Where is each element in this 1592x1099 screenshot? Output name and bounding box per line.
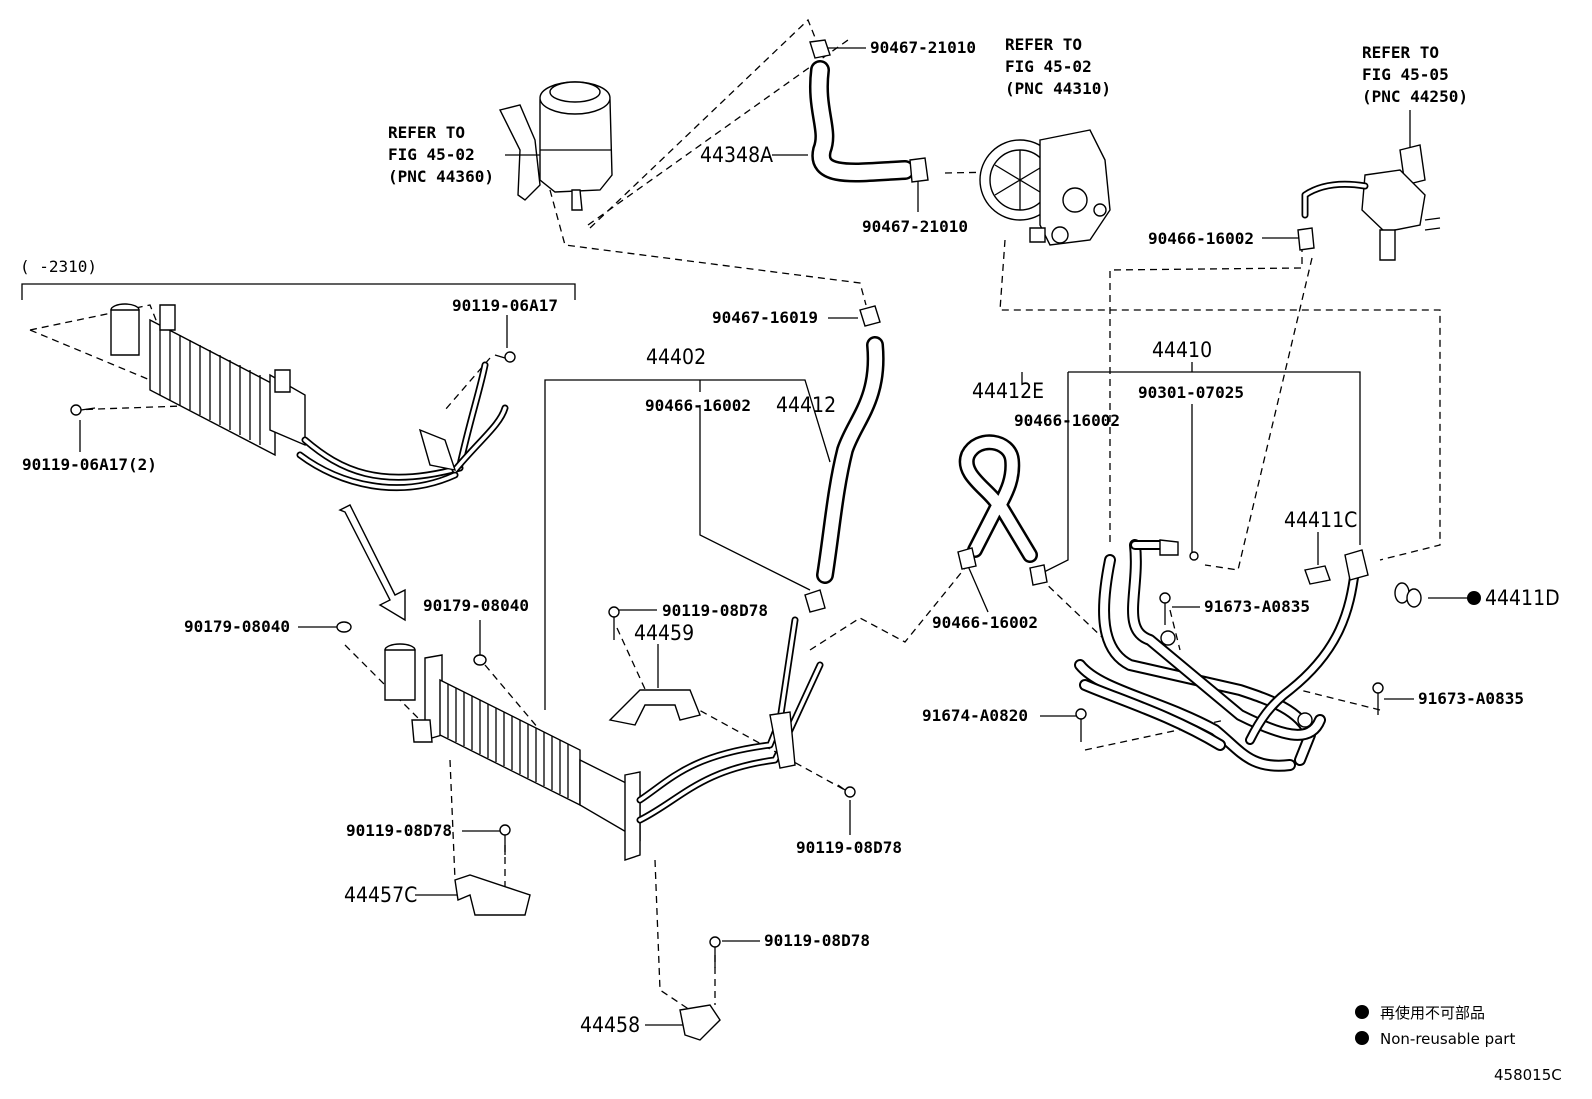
label-90466-16002-a: 90466-16002 bbox=[645, 396, 751, 415]
label-44410: 44410 bbox=[1152, 338, 1212, 362]
hose-44412e-illustration bbox=[957, 434, 1048, 586]
refer-pump-line2: FIG 45-02 bbox=[1005, 57, 1092, 76]
label-44412e: 44412E bbox=[972, 379, 1044, 403]
hose-44412-illustration bbox=[804, 305, 885, 613]
bracket-note: ( -2310) bbox=[20, 257, 97, 276]
label-90467-21010-mid: 90467-21010 bbox=[862, 217, 968, 236]
label-90466-16002-gear: 90466-16002 bbox=[1148, 229, 1254, 248]
label-90119-08d78-b: 90119-08D78 bbox=[796, 838, 902, 857]
non-reusable-marker bbox=[1467, 591, 1481, 605]
refer-pump-line3: (PNC 44310) bbox=[1005, 79, 1111, 98]
figure-id: 458015C bbox=[1494, 1066, 1562, 1084]
refer-gear-line3: (PNC 44250) bbox=[1362, 87, 1468, 106]
label-44459: 44459 bbox=[634, 621, 694, 645]
refer-pump-line1: REFER TO bbox=[1005, 35, 1082, 54]
legend-jp: 再使用不可部品 bbox=[1380, 1004, 1485, 1022]
tube-assembly-illustration bbox=[1074, 539, 1369, 772]
refer-gear-line1: REFER TO bbox=[1362, 43, 1439, 62]
label-90301-07025: 90301-07025 bbox=[1138, 383, 1244, 402]
label-44458: 44458 bbox=[580, 1013, 640, 1037]
label-90467-21010-top: 90467-21010 bbox=[870, 38, 976, 57]
leader-lines bbox=[21, 47, 1470, 1026]
refer-gear-line2: FIG 45-05 bbox=[1362, 65, 1449, 84]
legend-dot-en bbox=[1355, 1031, 1369, 1045]
label-90119-08d78-c: 90119-08D78 bbox=[346, 821, 452, 840]
label-91674-a0820: 91674-A0820 bbox=[922, 706, 1028, 725]
refer-reservoir-line1: REFER TO bbox=[388, 123, 465, 142]
label-90119-08d78-a: 90119-08D78 bbox=[662, 601, 768, 620]
label-90467-16019: 90467-16019 bbox=[712, 308, 818, 327]
label-90179-08040-a: 90179-08040 bbox=[184, 617, 290, 636]
label-91673-a0835-a: 91673-A0835 bbox=[1204, 597, 1310, 616]
inset-cooler-illustration bbox=[110, 303, 509, 492]
legend: 再使用不可部品 Non-reusable part 458015C bbox=[1355, 1004, 1562, 1084]
refer-reservoir-line2: FIG 45-02 bbox=[388, 145, 475, 164]
label-90119-06a17: 90119-06A17 bbox=[452, 296, 558, 315]
label-90466-16002-b: 90466-16002 bbox=[1014, 411, 1120, 430]
label-44457c: 44457C bbox=[344, 883, 417, 907]
direction-arrow-icon bbox=[338, 504, 406, 622]
label-44411c: 44411C bbox=[1284, 508, 1357, 532]
label-44348a: 44348A bbox=[700, 143, 773, 167]
label-90466-16002-c: 90466-16002 bbox=[932, 613, 1038, 632]
pump-illustration bbox=[979, 129, 1111, 246]
legend-dot-jp bbox=[1355, 1005, 1369, 1019]
hose-44348a-illustration bbox=[809, 39, 929, 183]
dashed-connections bbox=[29, 18, 1441, 1011]
reservoir-tank-illustration bbox=[498, 81, 613, 211]
label-44412: 44412 bbox=[776, 393, 836, 417]
steering-gear-illustration bbox=[1297, 110, 1441, 261]
refer-reservoir-line3: (PNC 44360) bbox=[388, 167, 494, 186]
small-parts bbox=[70, 351, 1422, 1041]
label-44411d: 44411D bbox=[1485, 586, 1560, 610]
label-90179-08040-b: 90179-08040 bbox=[423, 596, 529, 615]
part-labels: REFER TO FIG 45-02 (PNC 44360) REFER TO … bbox=[20, 35, 1560, 1037]
label-91673-a0835-b: 91673-A0835 bbox=[1418, 689, 1524, 708]
main-cooler-illustration bbox=[384, 616, 824, 861]
label-44402: 44402 bbox=[646, 345, 706, 369]
label-90119-08d78-d: 90119-08D78 bbox=[764, 931, 870, 950]
label-90119-06a17-2: 90119-06A17(2) bbox=[22, 455, 157, 474]
legend-en: Non-reusable part bbox=[1380, 1030, 1515, 1048]
